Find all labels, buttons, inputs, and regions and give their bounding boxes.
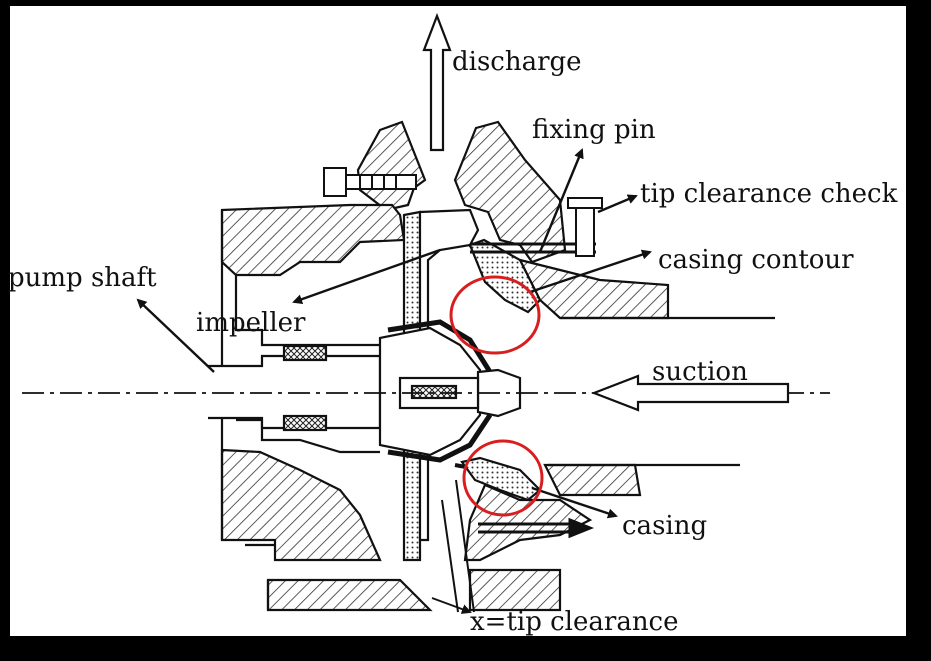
label-impeller: impeller bbox=[196, 308, 306, 338]
fixing-pin-upper bbox=[470, 197, 603, 257]
bolt bbox=[323, 167, 417, 197]
highlight-circle-upper bbox=[449, 275, 541, 355]
label-fixing-pin: fixing pin bbox=[532, 115, 656, 145]
label-discharge: discharge bbox=[452, 47, 582, 77]
label-casing-contour: casing contour bbox=[658, 245, 854, 275]
impeller bbox=[378, 208, 529, 562]
impeller-leader bbox=[292, 248, 441, 305]
label-pump-shaft: pump shaft bbox=[8, 263, 157, 293]
discharge-arrow bbox=[422, 12, 452, 152]
suction-arrow bbox=[590, 374, 790, 412]
pump-shaft bbox=[208, 344, 382, 432]
casing-leader bbox=[531, 486, 618, 519]
leader-arrows bbox=[136, 148, 652, 519]
tip-clearance-check-leader bbox=[597, 194, 638, 214]
label-suction: suction bbox=[652, 357, 748, 387]
labels: discharge fixing pin tip clearance check… bbox=[8, 47, 898, 637]
tip-clearance-lines bbox=[431, 479, 475, 614]
fixing-pin-leader bbox=[538, 148, 584, 253]
label-tip-clearance: x=tip clearance bbox=[470, 607, 679, 637]
highlight-circle-lower bbox=[462, 439, 544, 517]
highlight-circles bbox=[449, 275, 544, 517]
pump-shaft-leader bbox=[136, 298, 215, 373]
fixing-pin-lower bbox=[478, 517, 595, 539]
label-casing: casing bbox=[622, 511, 707, 541]
label-tip-clearance-check: tip clearance check bbox=[640, 179, 898, 209]
casing-contour-leader bbox=[529, 249, 652, 294]
